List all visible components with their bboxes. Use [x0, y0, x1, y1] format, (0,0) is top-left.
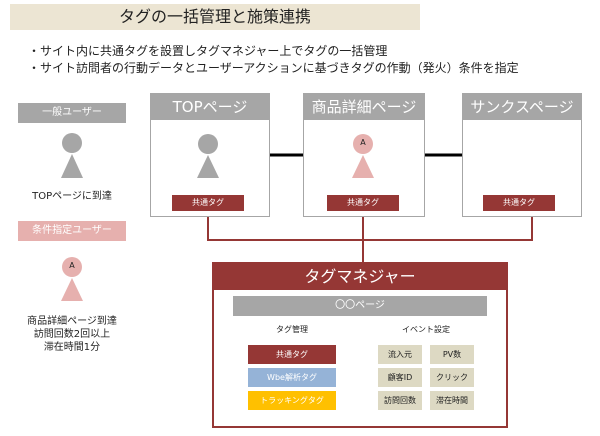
product-page-avatar-letter: A [360, 138, 366, 147]
event-settings-heading: イベント設定 [402, 325, 450, 334]
tm-tag-web-analytics: Wbe解析タグ [248, 368, 336, 387]
event-click: クリック [430, 368, 474, 387]
general-user-label: 一般ユーザー [18, 103, 126, 123]
bullet-2: ・サイト訪問者の行動データとユーザーアクションに基づきタグの作動（発火）条件を指… [28, 61, 519, 75]
page-title-product: 商品詳細ページ [304, 94, 424, 120]
event-dwell-time: 滞在時間 [430, 391, 474, 410]
tm-tag-common: 共通タグ [248, 345, 336, 364]
tm-tag-tracking: トラッキングタグ [248, 391, 336, 410]
page-box-thanks: サンクスページ [462, 93, 582, 217]
event-referrer: 流入元 [378, 345, 422, 364]
common-tag-product: 共通タグ [327, 195, 399, 211]
tag-manager-title: タグマネジャー [214, 264, 506, 290]
tag-mgmt-heading: タグ管理 [276, 325, 308, 334]
conditional-user-avatar-letter: A [69, 261, 75, 270]
bullet-1: ・サイト内に共通タグを設置しタグマネジャー上でタグの一括管理 [28, 44, 388, 58]
conditional-caption-line-3: 滞在時間1分 [43, 342, 101, 353]
page-title-top: TOPページ [151, 94, 269, 120]
common-tag-top: 共通タグ [172, 195, 244, 211]
page-box-top: TOPページ [150, 93, 270, 217]
conditional-caption-line-1: 商品詳細ページ到達 [27, 316, 117, 327]
conditional-caption-line-2: 訪問回数2回以上 [33, 329, 111, 340]
page-title-thanks: サンクスページ [463, 94, 581, 120]
event-visit-count: 訪問回数 [378, 391, 422, 410]
conditional-user-label: 条件指定ユーザー [18, 221, 126, 241]
event-pv: PV数 [430, 345, 474, 364]
tag-manager-page-label: 〇〇ページ [233, 296, 487, 316]
event-customer-id: 顧客ID [378, 368, 422, 387]
conditional-user-caption: 商品詳細ページ到達 訪問回数2回以上 滞在時間1分 [10, 315, 134, 354]
page-title: タグの一括管理と施策連携 [10, 4, 420, 30]
general-user-caption: TOPページに到達 [32, 191, 112, 202]
common-tag-thanks: 共通タグ [483, 195, 555, 211]
